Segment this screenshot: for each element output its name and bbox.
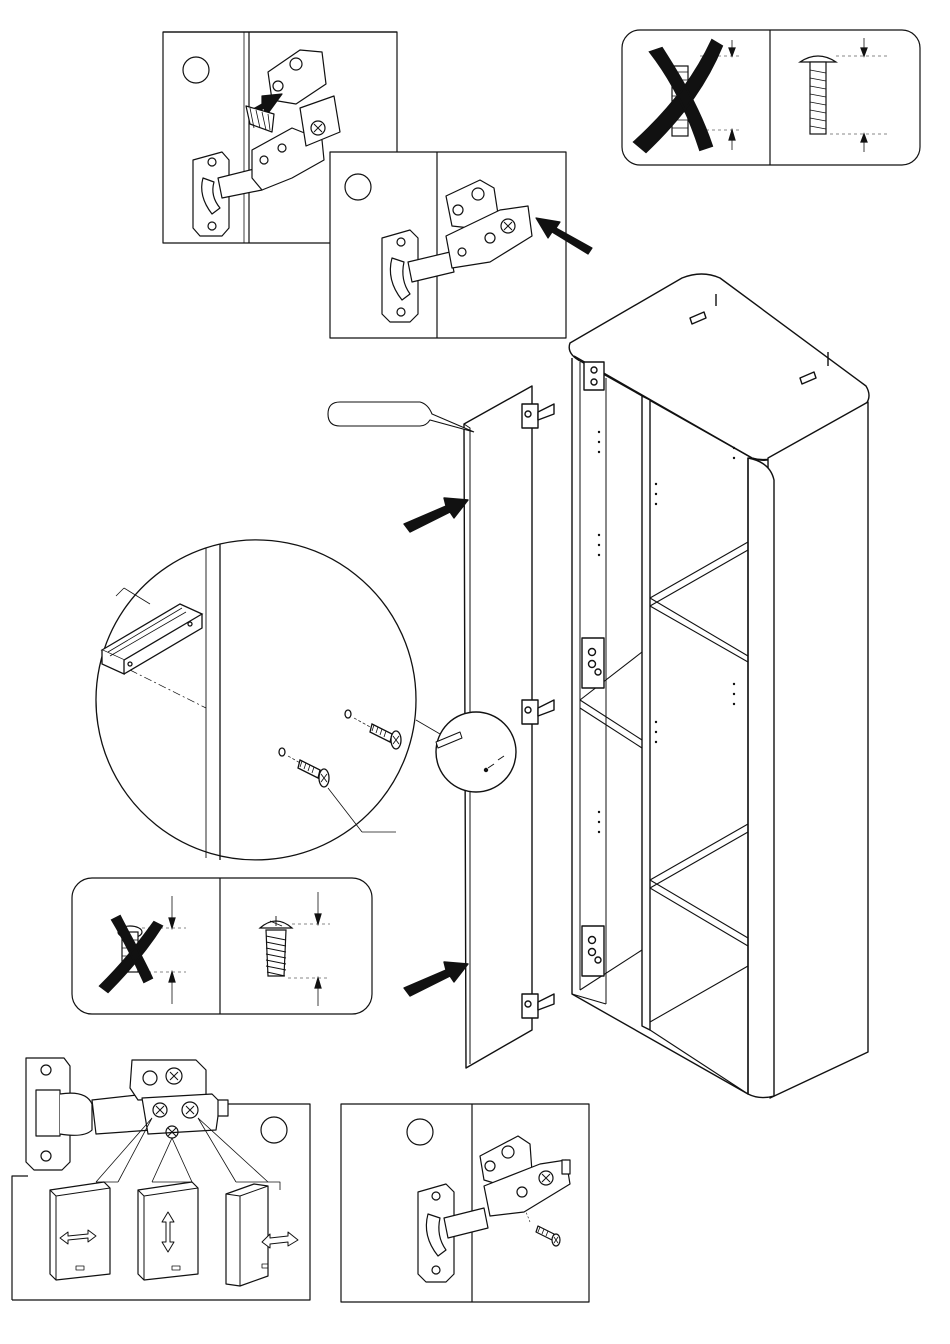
adjust-door-side (50, 1182, 110, 1280)
adjust-door-height (138, 1182, 198, 1280)
screw-check-panel-top (622, 30, 920, 165)
detail-circle-small (436, 712, 516, 792)
mounting-plate-bottom (582, 926, 604, 976)
hinge-step-panel-top-middle (330, 152, 592, 338)
screw-check-panel-bottom (72, 878, 372, 1014)
mounting-plate-middle (582, 638, 604, 688)
mounting-plate-top (584, 362, 604, 390)
hinge-step-panel-bottom-right (341, 1104, 589, 1302)
